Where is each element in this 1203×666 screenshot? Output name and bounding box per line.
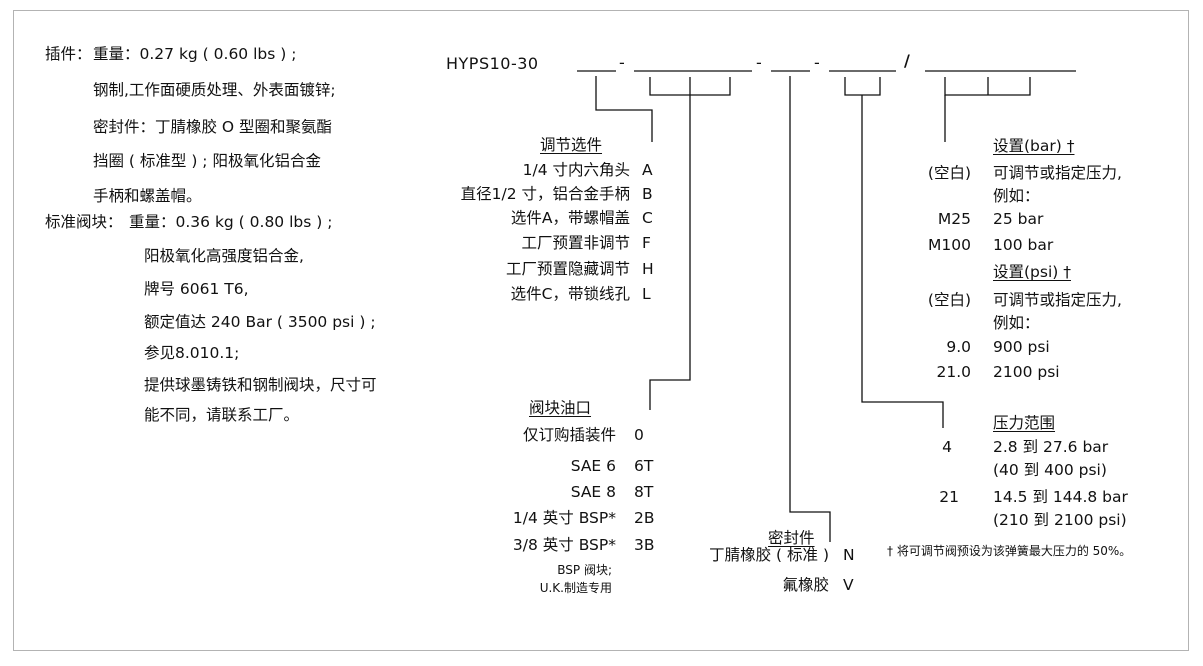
pressure-code: 4 — [942, 438, 952, 456]
pressure-range: 14.5 到 144.8 bar — [993, 488, 1128, 506]
adjust-option-code: A — [642, 161, 653, 179]
setting-psi-code: (空白) — [927, 291, 971, 309]
range-bracket — [844, 77, 881, 96]
setting-bar-title: 设置(bar) † — [993, 137, 1075, 155]
setting-psi-desc: 2100 psi — [993, 363, 1060, 381]
setting-bar-code: M100 — [928, 236, 971, 254]
block-line: 重量：0.36 kg ( 0.80 lbs ) ; — [129, 213, 333, 231]
insert-label: 插件： — [45, 45, 92, 63]
setting-psi-desc: 例如： — [993, 314, 1040, 332]
insert-line: 重量：0.27 kg ( 0.60 lbs ) ; — [93, 45, 297, 63]
block-line: 参见8.010.1; — [144, 344, 240, 362]
adjust-option-label: 工厂预置非调节 — [521, 234, 630, 252]
setting-bar-code: (空白) — [927, 164, 971, 182]
port-code: 3B — [634, 536, 655, 554]
model-slash: / — [904, 51, 911, 70]
pressure-range: (210 到 2100 psi) — [993, 511, 1127, 529]
insert-line: 手柄和螺盖帽。 — [93, 187, 202, 205]
block-line: 阳极氧化高强度铝合金, — [144, 247, 304, 265]
port-label: 仅订购插装件 — [522, 426, 616, 444]
content-frame — [13, 10, 1189, 651]
setting-psi-desc: 可调节或指定压力, — [993, 291, 1122, 309]
port-label: SAE 6 — [570, 457, 616, 475]
port-label: SAE 8 — [570, 483, 616, 501]
ports-title: 阀块油口 — [529, 399, 592, 417]
adjust-option-code: H — [642, 260, 654, 278]
block-line: 能不同，请联系工厂。 — [144, 406, 300, 424]
setting-bar-desc: 例如： — [993, 187, 1040, 205]
seal-label: 氟橡胶 — [782, 576, 829, 594]
setting-bar-desc: 100 bar — [993, 236, 1054, 254]
adjust-option-code: F — [642, 234, 651, 252]
pressure-range: 2.8 到 27.6 bar — [993, 438, 1109, 456]
port-code: 0 — [634, 426, 644, 444]
setting-psi-code: 9.0 — [946, 338, 971, 356]
pressure-code: 21 — [939, 488, 959, 506]
setting-bar-desc: 可调节或指定压力, — [993, 164, 1122, 182]
adjust-option-code: L — [642, 285, 651, 303]
range-connector — [861, 95, 944, 428]
port-code: 6T — [634, 457, 654, 475]
seals-connector — [789, 76, 831, 542]
ports-connector — [649, 95, 691, 410]
adjust-option-code: C — [642, 209, 653, 227]
adjust-option-label: 工厂预置隐藏调节 — [505, 260, 630, 278]
insert-line: 挡圈 ( 标准型 ) ; 阳极氧化铝合金 — [93, 152, 321, 170]
insert-line: 密封件：丁腈橡胶 O 型圈和聚氨酯 — [93, 118, 333, 136]
pressure-title: 压力范围 — [993, 414, 1056, 432]
adjust-option-label: 选件A，带螺帽盖 — [510, 209, 630, 227]
block-line: 牌号 6061 T6, — [144, 280, 249, 298]
pressure-footnote: † 将可调节阀预设为该弹簧最大压力的 50%。 — [887, 544, 1132, 558]
block-line: 额定值达 240 Bar ( 3500 psi ) ; — [144, 313, 376, 331]
ports-note: BSP 阀块; — [557, 563, 612, 577]
port-label: 1/4 英寸 BSP* — [512, 509, 616, 527]
port-label: 3/8 英寸 BSP* — [512, 536, 616, 554]
setting-bar-code: M25 — [937, 210, 971, 228]
model-dash: - — [756, 53, 763, 72]
ports-note: U.K.制造专用 — [539, 581, 612, 595]
setting-psi-code: 21.0 — [936, 363, 971, 381]
model-dash: - — [619, 53, 626, 72]
seal-label: 丁腈橡胶 ( 标准 ) — [709, 546, 829, 564]
seals-title: 密封件 — [768, 529, 815, 547]
adjust-title: 调节选件 — [540, 136, 603, 154]
model-code: HYPS10-30 — [446, 54, 539, 73]
port-code: 2B — [634, 509, 655, 527]
setting-bar-desc: 25 bar — [993, 210, 1044, 228]
block-label: 标准阀块： — [45, 213, 123, 231]
port-code: 8T — [634, 483, 654, 501]
adjust-option-label: 选件C，带锁线孔 — [510, 285, 630, 303]
adjust-option-label: 直径1/2 寸，铝合金手柄 — [460, 185, 630, 203]
pressure-range: (40 到 400 psi) — [993, 461, 1107, 479]
seal-code: N — [843, 546, 855, 564]
seal-code: V — [843, 576, 854, 594]
seal-connector — [595, 76, 653, 142]
adjust-option-label: 1/4 寸内六角头 — [522, 161, 630, 179]
block-line: 提供球墨铸铁和钢制阀块，尺寸可 — [144, 376, 377, 394]
adjust-option-code: B — [642, 185, 653, 203]
setting-psi-desc: 900 psi — [993, 338, 1050, 356]
model-dash: - — [814, 53, 821, 72]
setting-psi-title: 设置(psi) † — [993, 263, 1071, 281]
insert-line: 钢制,工作面硬质处理、外表面镀锌; — [93, 81, 336, 99]
